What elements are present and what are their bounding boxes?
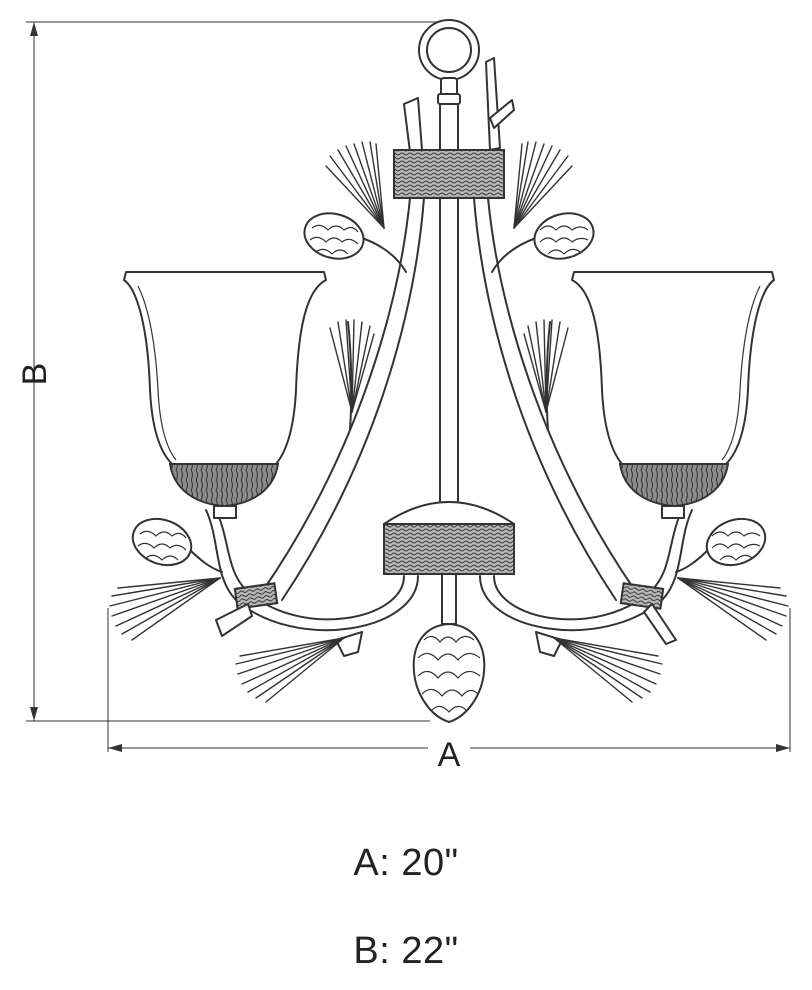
dimension-a-label: A	[438, 736, 461, 774]
needles-lower-right-inner	[553, 637, 663, 703]
cone-branches	[187, 237, 711, 573]
main-arms	[261, 197, 637, 601]
lower-hub	[383, 501, 515, 575]
dimension-a-value: A: 20"	[353, 842, 459, 884]
bottom-stem	[441, 573, 457, 625]
needles-mid-right	[523, 319, 569, 413]
dimension-b-label: B	[16, 363, 54, 386]
needles-mid-left	[329, 319, 375, 413]
upper-weave-band	[393, 149, 505, 199]
right-shade	[571, 271, 775, 519]
dimension-a-arrow-right	[776, 744, 790, 752]
chandelier	[109, 19, 789, 723]
left-shade	[123, 271, 327, 519]
pine-cone-upper-left	[303, 212, 365, 260]
dimension-a-arrow-left	[108, 744, 122, 752]
top-twigs	[403, 57, 515, 153]
needles-lower-left-inner	[235, 637, 345, 703]
hanging-ring	[418, 19, 480, 105]
pine-cone-bottom	[412, 623, 486, 723]
needles-lower-right-outer	[677, 577, 789, 641]
dimension-b: B	[16, 21, 440, 722]
dimension-b-arrow-top	[30, 22, 38, 36]
dimension-a: A	[107, 608, 791, 774]
left-shade-cup	[168, 463, 280, 508]
needles-upper-left	[325, 141, 385, 229]
needles-upper-right	[513, 141, 573, 229]
pine-cone-upper-right	[533, 212, 595, 260]
needles-lower-left-outer	[109, 577, 221, 641]
dimension-b-arrow-bottom	[30, 707, 38, 721]
pine-cone-left	[131, 517, 193, 567]
right-shade-cup	[618, 463, 730, 508]
pine-cone-right	[705, 517, 767, 567]
dimension-b-value: B: 22"	[353, 930, 459, 972]
pine-needles	[109, 141, 789, 703]
